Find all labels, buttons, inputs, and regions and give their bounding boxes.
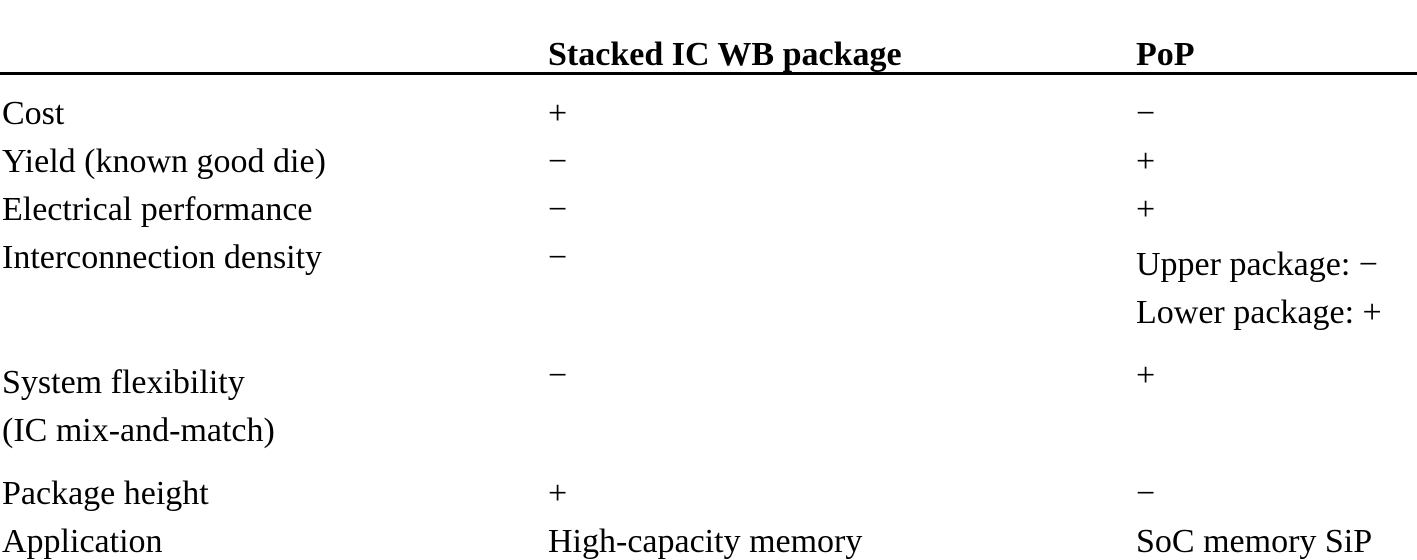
spacer-cell bbox=[0, 455, 548, 477]
cell-electrical-performance-stacked: − bbox=[548, 193, 1136, 241]
spacer-cell bbox=[1136, 337, 1417, 359]
column-header-attribute bbox=[0, 0, 548, 72]
cell-interconnection-density-pop: Upper package: − Lower package: + bbox=[1136, 241, 1417, 337]
table-row: Application High-capacity memory SoC mem… bbox=[0, 525, 1417, 560]
table-row: System flexibility (IC mix-and-match) − … bbox=[0, 359, 1417, 455]
cell-yield-pop: + bbox=[1136, 145, 1417, 193]
rating-symbol: + bbox=[1136, 191, 1156, 228]
row-label-cost: Cost bbox=[2, 95, 65, 132]
table-row: Package height + − bbox=[0, 477, 1417, 525]
cell-package-height-pop: − bbox=[1136, 477, 1417, 525]
rating-symbol: − bbox=[548, 143, 568, 180]
table-row: Electrical performance − + bbox=[0, 193, 1417, 241]
row-spacer bbox=[0, 455, 1417, 477]
row-label-line2: (IC mix-and-match) bbox=[2, 412, 275, 449]
rating-symbol: − bbox=[548, 239, 568, 276]
rating-symbol: + bbox=[548, 95, 568, 132]
table-row: Interconnection density − Upper package:… bbox=[0, 241, 1417, 337]
row-label-yield: Yield (known good die) bbox=[2, 143, 326, 180]
rating-symbol: − bbox=[548, 357, 568, 394]
row-label-interconnection-density: Interconnection density bbox=[2, 239, 323, 276]
row-label-system-flexibility: System flexibility (IC mix-and-match) bbox=[0, 359, 548, 455]
lower-package-rating: Lower package: + bbox=[1136, 294, 1382, 331]
cell-system-flexibility-stacked: − bbox=[548, 359, 1136, 455]
upper-package-rating: Upper package: − bbox=[1136, 246, 1378, 283]
cell-application-pop: SoC memory SiP bbox=[1136, 523, 1373, 560]
spacer-cell bbox=[0, 337, 548, 359]
spacer-cell bbox=[1136, 455, 1417, 477]
row-label-package-height: Package height bbox=[2, 475, 209, 512]
header-rule-segment bbox=[0, 72, 548, 75]
row-label-application: Application bbox=[2, 523, 163, 560]
table-body: Cost + − Yield (known good die) − + bbox=[0, 75, 1417, 560]
cell-application-stacked: High-capacity memory bbox=[548, 523, 863, 560]
table-row: Yield (known good die) − + bbox=[0, 145, 1417, 193]
header-rule bbox=[0, 72, 1417, 75]
rating-symbol: − bbox=[548, 191, 568, 228]
cell-electrical-performance-pop: + bbox=[1136, 193, 1417, 241]
column-header-pop: PoP bbox=[1136, 36, 1195, 73]
rating-symbol: + bbox=[548, 475, 568, 512]
cell-cost-pop: − bbox=[1136, 75, 1417, 145]
cell-system-flexibility-pop: + bbox=[1136, 359, 1417, 455]
rating-symbol: − bbox=[1136, 475, 1156, 512]
rating-symbol: + bbox=[1136, 357, 1156, 394]
spacer-cell bbox=[548, 337, 1136, 359]
header-row: Stacked IC WB package PoP bbox=[0, 0, 1417, 72]
row-label-line1: System flexibility bbox=[2, 364, 245, 401]
rating-symbol: + bbox=[1136, 143, 1156, 180]
cell-package-height-stacked: + bbox=[548, 477, 1136, 525]
row-spacer bbox=[0, 337, 1417, 359]
column-header-stacked-ic-wb-package: Stacked IC WB package bbox=[548, 36, 902, 73]
header-rule-segment bbox=[1136, 72, 1417, 75]
cell-cost-stacked: + bbox=[548, 75, 1136, 145]
rating-symbol: − bbox=[1136, 95, 1156, 132]
header-rule-segment bbox=[548, 72, 1136, 75]
spacer-cell bbox=[548, 455, 1136, 477]
table-row: Cost + − bbox=[0, 75, 1417, 145]
cell-yield-stacked: − bbox=[548, 145, 1136, 193]
cell-interconnection-density-stacked: − bbox=[548, 241, 1136, 337]
row-label-electrical-performance: Electrical performance bbox=[2, 191, 313, 228]
table-header: Stacked IC WB package PoP bbox=[0, 0, 1417, 75]
